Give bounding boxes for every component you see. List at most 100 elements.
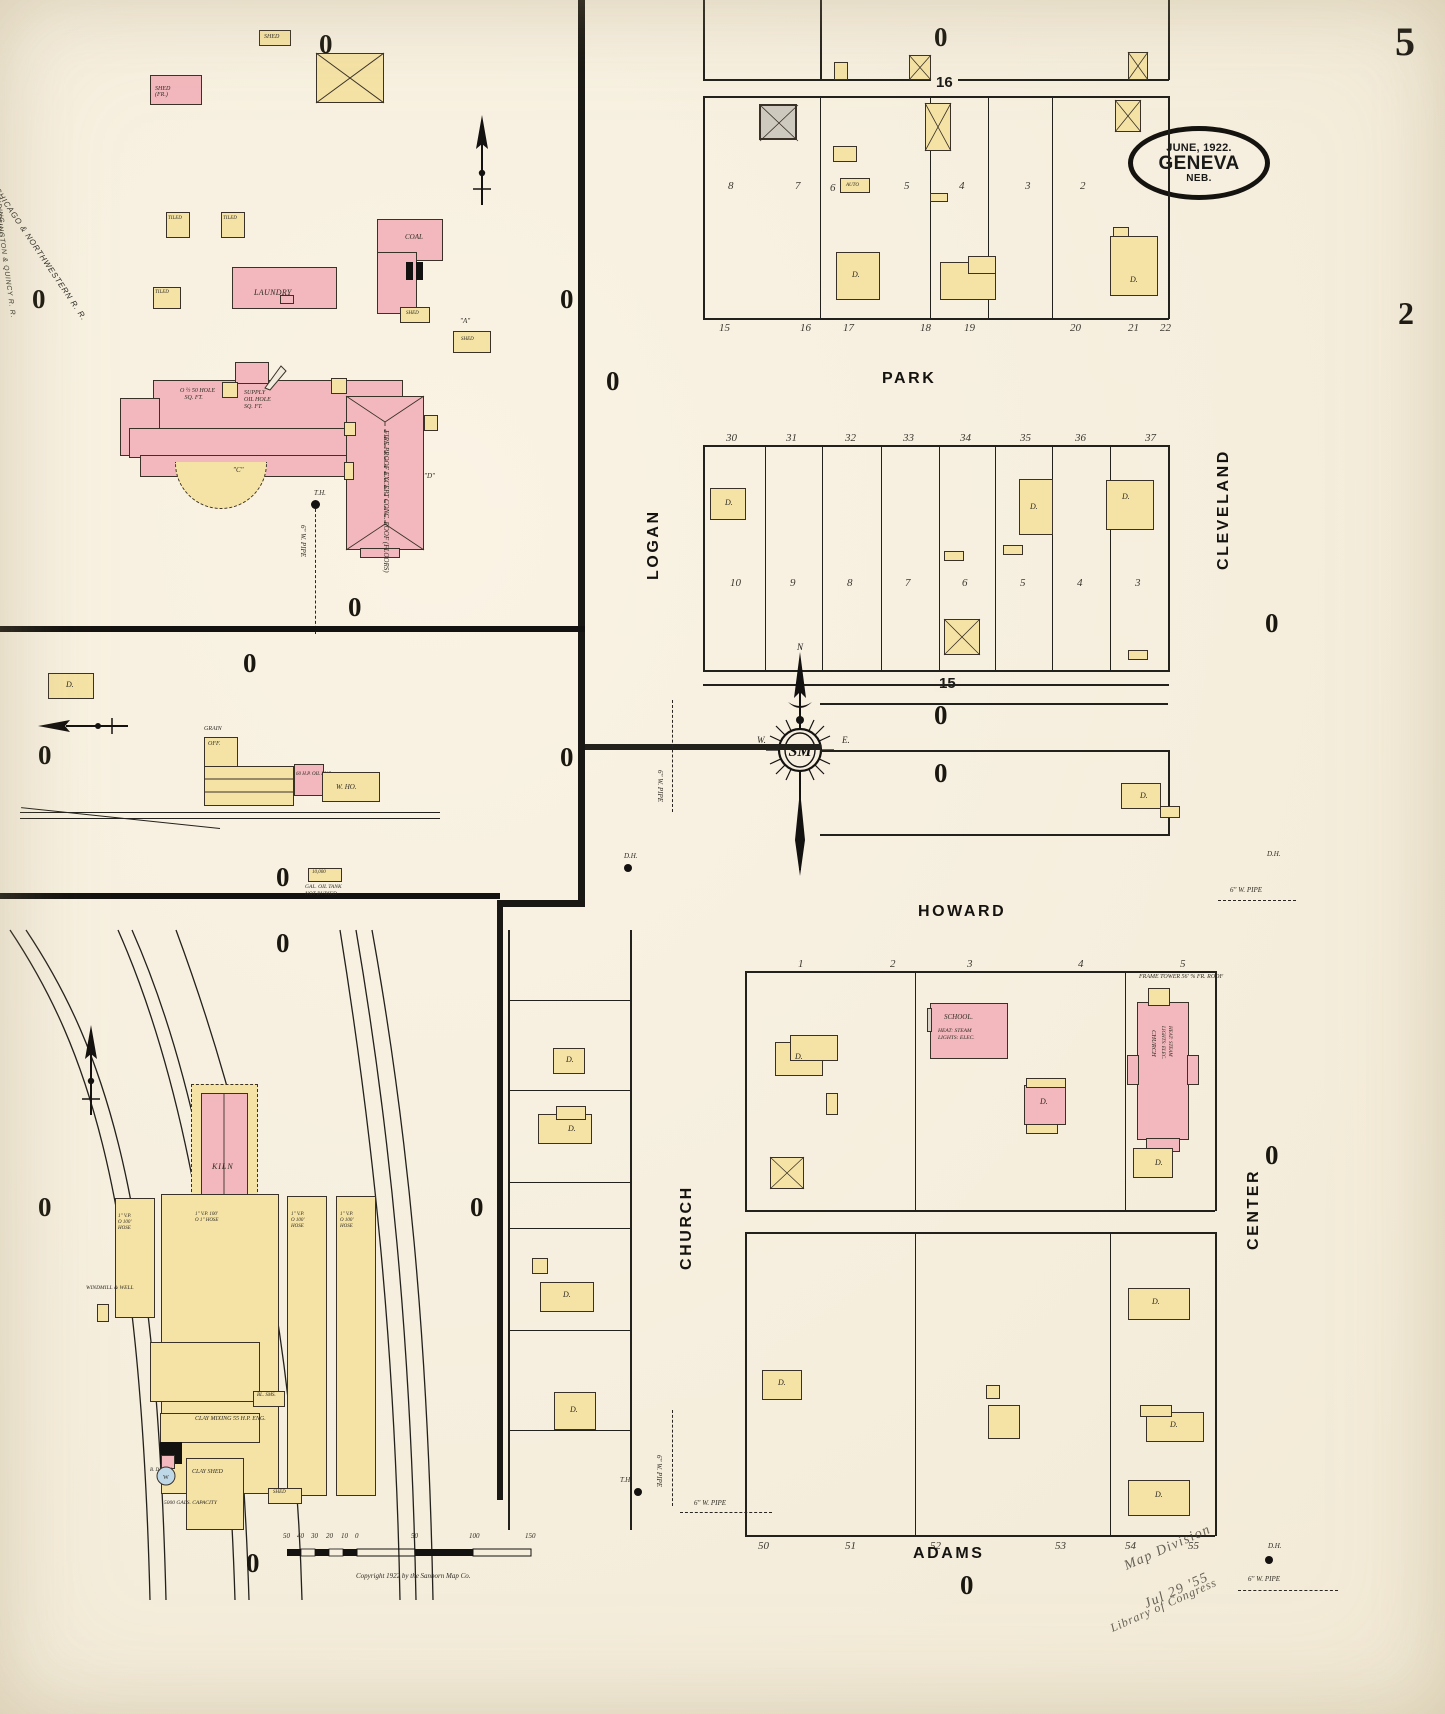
stjoseph-lot-4: 4: [1078, 958, 1084, 970]
structure-dorm-porch-e1: [424, 415, 438, 431]
austin-lot-10: 10: [730, 577, 741, 589]
austin-top-edge: [703, 445, 1169, 447]
rr-siding-line-2: [20, 818, 440, 820]
structure-label-d-mill: D.: [66, 680, 74, 689]
water-pipe-h-3: [1238, 1590, 1338, 1591]
structure-big-barn-2: [1127, 51, 1149, 81]
structure-stack-2: [416, 262, 423, 280]
cartouche-state: NEB.: [1186, 173, 1212, 184]
scale-tick-4: 10: [341, 1532, 348, 1540]
austin-lot-5: 5: [1020, 577, 1026, 589]
logan-cross-street: [585, 744, 821, 750]
compass-west-label: W.: [757, 735, 766, 745]
hydrant-dh-3: [634, 1488, 642, 1496]
structure-austin-shed-3: [1128, 650, 1148, 660]
structure-label-tiled-1: TILED: [168, 216, 182, 221]
stjoseph-lot-div-1: [915, 972, 917, 1210]
structure-big-barn-4: [1114, 99, 1142, 133]
austin-lot-34: 34: [960, 432, 971, 444]
structure-label-tiled-3: TILED: [155, 290, 169, 295]
structure-label-narrow-d2: D.: [568, 1124, 576, 1133]
structure-label-tiled-2: TILED: [223, 216, 237, 221]
structure-austin-dwelling-1: [710, 488, 746, 520]
howard-right-edge: [1168, 750, 1170, 836]
bigelow-lot-5: 5: [904, 180, 910, 192]
bigelow-right-edge: [1168, 96, 1170, 319]
bigelow-lot-div-2: [930, 97, 932, 319]
street-marker-0-e: 0: [348, 592, 362, 622]
austin-lot-div-6: [1052, 446, 1054, 670]
bigelow-top-edge: [703, 96, 1169, 98]
austin-right-edge: [1168, 445, 1170, 672]
scale-bar: [287, 1545, 533, 1561]
austin-lot-37: 37: [1145, 432, 1156, 444]
water-pipe-line-1: [315, 509, 316, 634]
structure-school-stair: [927, 1008, 932, 1032]
austin-lot-8: 8: [847, 577, 853, 589]
windmill-label: WINDMILL & WELL: [86, 1285, 134, 1291]
structure-church: [1137, 1002, 1189, 1140]
structure-big-shed-1: [834, 62, 848, 80]
structure-label-auto-big: AUTO: [846, 183, 859, 188]
structure-howard-dwelling-1: [1121, 783, 1161, 809]
street-name-park: PARK: [882, 370, 937, 387]
stjoseph-lot-2: 2: [890, 958, 896, 970]
water-capacity-label: 5000 GALS. CAPACITY: [164, 1500, 217, 1506]
austin-lot-6: 6: [962, 577, 968, 589]
street-marker-0-k: 0: [38, 1192, 52, 1222]
street-marker-0-q: 0: [934, 758, 948, 788]
bigelow-bottom-edge: [703, 318, 1169, 320]
austin-left-edge: [703, 445, 705, 672]
bigelow-lot-20: 20: [1070, 322, 1081, 334]
structure-lower-dwelling-4: [988, 1405, 1020, 1439]
tract-boundary-corner: [497, 900, 585, 907]
hydrant-th-1: [311, 500, 320, 509]
structure-lower-dwelling-2: [1146, 1412, 1204, 1442]
street-marker-0-m: 0: [246, 1548, 260, 1578]
structure-narrow-d-3: [540, 1282, 594, 1312]
street-marker-0-f: 0: [243, 648, 257, 678]
bigelow-upper-right-edge: [1168, 0, 1170, 80]
lower-lot-50: 50: [758, 1540, 769, 1552]
austin-lot-div-4: [939, 446, 941, 670]
structure-stj-barn-1: [769, 1156, 805, 1190]
structure-windmill: [97, 1304, 109, 1322]
structure-church-transept-w: [1127, 1055, 1139, 1085]
lower-block-bottom: [745, 1535, 1215, 1537]
cartouche-city: GENEVA: [1158, 153, 1240, 174]
structure-mill-outbuilding: [48, 673, 94, 699]
structure-label-shed-3: SHED: [461, 337, 474, 342]
howard-mid-line: [820, 750, 1168, 752]
structure-label-d-dorm: "D": [424, 472, 435, 480]
water-pipe-h-1: [1218, 900, 1296, 901]
bigelow-lot-21: 21: [1128, 322, 1139, 334]
oil-tank-line2: NOT BURIED: [305, 891, 337, 898]
bigelow-lot-19: 19: [964, 322, 975, 334]
water-pipe-h-2: [680, 1512, 772, 1513]
structure-stj-dwelling-2: [1133, 1148, 1173, 1178]
structure-church-tower: [1148, 988, 1170, 1006]
svg-text:N: N: [796, 642, 804, 652]
structure-shed-fr: [150, 75, 202, 105]
right-margin-number: 2: [1398, 295, 1414, 331]
structure-clay-shed: [186, 1458, 244, 1530]
structure-stack-1: [406, 262, 413, 280]
structure-label-vp-hose-4: 1" V.P.O 100'HOSE: [340, 1212, 354, 1229]
street-marker-0-p: 0: [934, 700, 948, 730]
structure-label-clay-shed: CLAY SHED: [192, 1469, 223, 1475]
hydrant-label-dh-1: D.H.: [624, 852, 638, 860]
structure-shed-2: [400, 307, 430, 323]
tract-boundary-vertical: [578, 0, 585, 905]
lower-lot-52: 52: [930, 1540, 941, 1552]
structure-label-bl-sms: BL. SMS.: [257, 1393, 276, 1398]
structure-label-clay-mixing: CLAY MIXING 55 H.P. ENG.: [195, 1416, 266, 1422]
street-marker-0-h: 0: [560, 742, 574, 772]
structure-label-oil-engine: 60 H.P. OIL ENG.: [296, 772, 333, 777]
austin-lot-div-7: [1110, 446, 1112, 670]
structure-lower-dwelling-3: [762, 1370, 802, 1400]
scale-tick-1: 40: [297, 1532, 304, 1540]
oil-tank-line1: GAL. OIL TANK: [305, 884, 342, 890]
